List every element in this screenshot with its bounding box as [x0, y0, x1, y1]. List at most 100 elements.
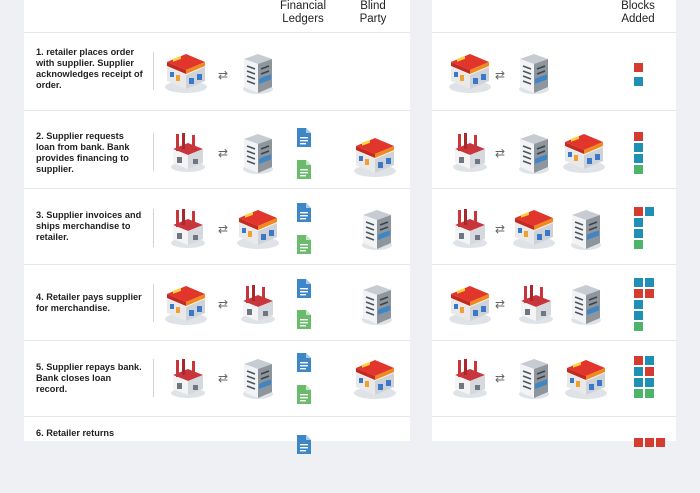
- step-description: 3. Supplier invoices and ships merchandi…: [36, 210, 142, 242]
- divider: [153, 52, 154, 90]
- block: [645, 378, 654, 387]
- bank-building-icon: [361, 209, 393, 251]
- block: [645, 356, 654, 365]
- exchange-arrows-icon: ⇄: [495, 297, 506, 311]
- block: [634, 132, 643, 141]
- block: [634, 77, 643, 86]
- block: [634, 63, 643, 72]
- store-icon: [237, 210, 279, 249]
- factory-icon: [519, 285, 553, 324]
- store-icon: [165, 54, 207, 93]
- block: [634, 378, 643, 387]
- block: [634, 389, 643, 398]
- bank-building-icon: [242, 133, 274, 175]
- exchange-arrows-icon: ⇄: [495, 222, 506, 236]
- bank-building-icon: [518, 133, 550, 175]
- exchange-arrows-icon: ⇄: [218, 68, 229, 82]
- factory-icon: [453, 359, 487, 398]
- bank-building-icon: [242, 53, 274, 95]
- store-icon: [354, 360, 396, 399]
- green-ledger-document-icon: [297, 385, 311, 404]
- blue-ledger-document-icon: [297, 353, 311, 372]
- chain-row-1: ⇄: [432, 32, 676, 109]
- bank-building-icon: [570, 209, 602, 251]
- chain-row-4: ⇄: [432, 264, 676, 341]
- store-icon: [563, 134, 605, 173]
- store-icon: [449, 286, 491, 325]
- step-row-2: 2. Supplier requests loan from bank. Ban…: [24, 110, 410, 187]
- divider: [153, 133, 154, 171]
- chain-row-5: ⇄: [432, 340, 676, 417]
- block: [634, 218, 643, 227]
- block: [634, 367, 643, 376]
- blockchain-view-panel: Blocks Added ⇄ ⇄ ⇄: [432, 0, 676, 447]
- store-icon: [165, 286, 207, 325]
- block: [634, 229, 643, 238]
- block: [634, 300, 643, 309]
- green-ledger-document-icon: [297, 160, 311, 179]
- block: [634, 289, 643, 298]
- step-description: 1. retailer places order with supplier. …: [36, 47, 143, 90]
- exchange-arrows-icon: ⇄: [495, 371, 506, 385]
- store-icon: [565, 360, 607, 399]
- block: [645, 207, 654, 216]
- store-icon: [449, 54, 491, 93]
- block: [656, 438, 665, 447]
- exchange-arrows-icon: ⇄: [218, 371, 229, 385]
- blue-ledger-document-icon: [297, 203, 311, 222]
- bank-building-icon: [570, 284, 602, 326]
- divider: [153, 209, 154, 247]
- step-description: 4. Retailer pays supplier for merchandis…: [36, 292, 142, 313]
- factory-icon: [171, 133, 205, 172]
- green-ledger-document-icon: [297, 235, 311, 254]
- divider: [153, 359, 154, 397]
- blue-ledger-document-icon: [297, 128, 311, 147]
- exchange-arrows-icon: ⇄: [218, 146, 229, 160]
- process-steps-panel: Financial Ledgers Blind Party 1. retaile…: [24, 0, 410, 454]
- block: [634, 438, 643, 447]
- block: [634, 240, 643, 249]
- bank-building-icon: [242, 358, 274, 400]
- step-row-3: 3. Supplier invoices and ships merchandi…: [24, 188, 410, 265]
- block: [645, 438, 654, 447]
- factory-icon: [453, 133, 487, 172]
- blue-ledger-document-icon: [297, 435, 311, 454]
- exchange-arrows-icon: ⇄: [218, 297, 229, 311]
- chain-row-6: [432, 416, 676, 493]
- block: [634, 154, 643, 163]
- block: [634, 143, 643, 152]
- factory-icon: [171, 359, 205, 398]
- step-row-1: 1. retailer places order with supplier. …: [24, 32, 410, 109]
- factory-icon: [171, 209, 205, 248]
- step-row-4: 4. Retailer pays supplier for merchandis…: [24, 264, 410, 341]
- block: [634, 207, 643, 216]
- financial-ledgers-header: Financial Ledgers: [279, 0, 327, 25]
- block: [634, 278, 643, 287]
- blue-ledger-document-icon: [297, 279, 311, 298]
- green-ledger-document-icon: [297, 310, 311, 329]
- store-icon: [354, 138, 396, 177]
- bank-building-icon: [518, 358, 550, 400]
- step-description: 2. Supplier requests loan from bank. Ban…: [36, 131, 130, 174]
- exchange-arrows-icon: ⇄: [495, 68, 506, 82]
- exchange-arrows-icon: ⇄: [218, 222, 229, 236]
- block: [634, 356, 643, 365]
- block: [634, 165, 643, 174]
- bank-building-icon: [361, 284, 393, 326]
- step-row-6: 6. Retailer returns: [24, 416, 410, 493]
- block: [634, 322, 643, 331]
- blocks-added-header: Blocks Added: [621, 0, 655, 25]
- bank-building-icon: [518, 53, 550, 95]
- chain-row-3: ⇄: [432, 188, 676, 265]
- divider: [153, 284, 154, 322]
- factory-icon: [241, 285, 275, 324]
- block: [645, 289, 654, 298]
- block: [645, 367, 654, 376]
- store-icon: [513, 210, 555, 249]
- exchange-arrows-icon: ⇄: [495, 146, 506, 160]
- blind-party-header: Blind Party: [359, 0, 387, 25]
- block: [645, 389, 654, 398]
- block: [645, 278, 654, 287]
- step-description: 5. Supplier repays bank. Bank closes loa…: [36, 362, 142, 394]
- block: [634, 311, 643, 320]
